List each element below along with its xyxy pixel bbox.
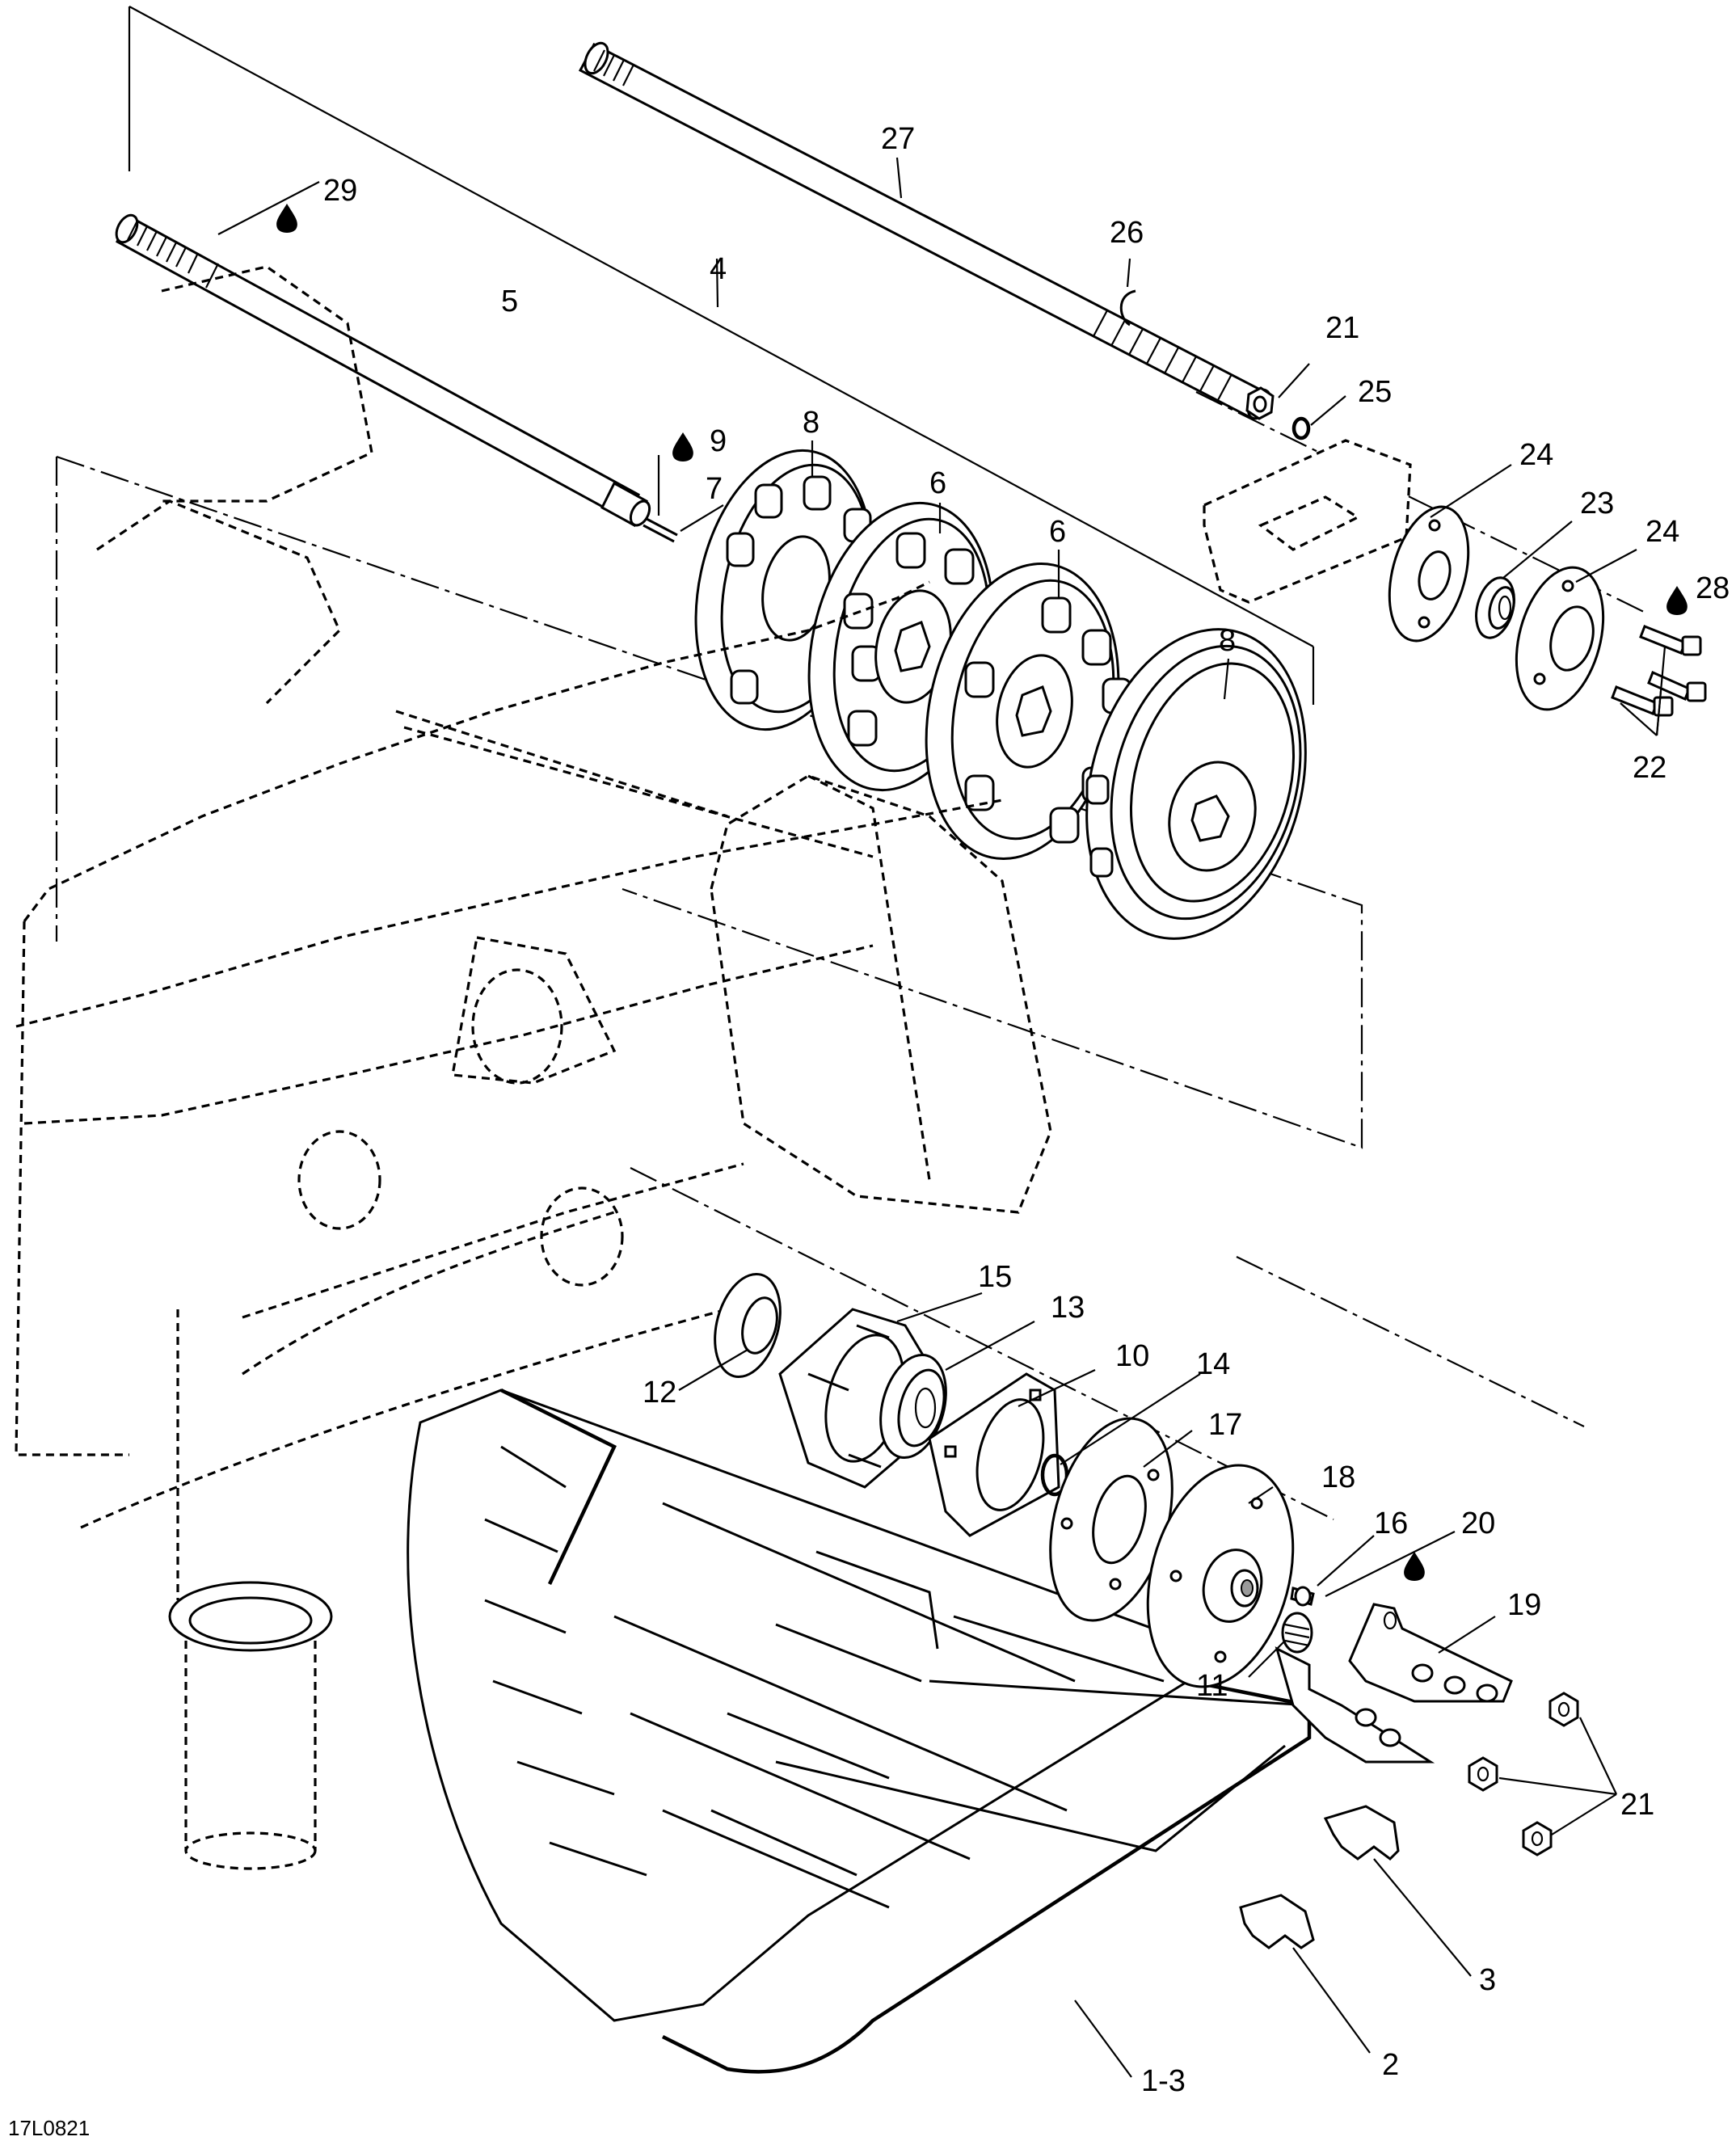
drive-shaft-long [578, 41, 1272, 420]
callout-4: 4 [710, 252, 727, 286]
callout-1-3: 1-3 [1141, 2064, 1186, 2098]
nuts-lower [1468, 1692, 1579, 1856]
callout-24-left: 24 [1519, 438, 1553, 472]
track-belt [407, 1388, 1312, 2074]
callout-29: 29 [323, 174, 357, 208]
callout-20: 20 [1461, 1507, 1495, 1540]
callout-7: 7 [706, 472, 723, 506]
oil-drop-icon [276, 204, 297, 233]
figure-code: 17L0821 [8, 2116, 90, 2140]
axis-center-lines [55, 391, 1650, 1520]
callout-labels: 27 29 26 4 5 21 25 9 8 7 6 24 23 24 6 28… [323, 122, 1730, 2098]
bearing-upper [1475, 576, 1515, 639]
callout-26: 26 [1110, 216, 1144, 250]
group-bracket-lines [128, 6, 1315, 705]
bearing-flange-b [1515, 566, 1605, 711]
callout-2: 2 [1382, 2048, 1399, 2082]
callout-9: 9 [710, 424, 727, 458]
oil-drop-icon [1404, 1552, 1425, 1581]
callout-5: 5 [501, 284, 518, 318]
callout-21-upper: 21 [1325, 311, 1359, 345]
callout-12: 12 [643, 1376, 676, 1410]
drive-shaft-short [115, 213, 678, 543]
leader-lines [217, 157, 1666, 2078]
oil-drop-icon [672, 432, 693, 461]
callout-13: 13 [1051, 1291, 1085, 1325]
callout-3: 3 [1479, 1963, 1496, 1997]
callout-28: 28 [1696, 571, 1730, 605]
bearing-flange-a [1388, 505, 1470, 643]
track-frame-dashed [15, 265, 1052, 1600]
callout-11: 11 [1196, 1669, 1228, 1703]
support-tube [168, 1581, 333, 1870]
hub-cap-18 [1146, 1464, 1295, 1688]
callout-27: 27 [881, 122, 915, 156]
callout-24-right: 24 [1645, 515, 1679, 549]
callout-18: 18 [1321, 1460, 1355, 1494]
spacer-12 [714, 1272, 782, 1379]
callout-15: 15 [978, 1260, 1012, 1294]
bearing-flange-10 [928, 1372, 1060, 1537]
grease-fitting-16 [1290, 1586, 1315, 1607]
nut-upper [1245, 386, 1275, 420]
lock-washer [1291, 416, 1311, 440]
callout-16: 16 [1374, 1507, 1408, 1540]
circlip-ring [1119, 289, 1136, 327]
callout-19: 19 [1507, 1588, 1541, 1622]
adjuster-nut-11 [1281, 1612, 1313, 1654]
bearing-13 [879, 1353, 947, 1460]
bearing-support-plate-dashed [1203, 439, 1412, 604]
screws-upper [1611, 625, 1707, 717]
callout-23: 23 [1580, 487, 1614, 520]
callout-6-left: 6 [929, 466, 946, 500]
oil-drop-icon [1666, 586, 1688, 615]
bracket-19 [1275, 1603, 1513, 1764]
callout-14: 14 [1196, 1347, 1230, 1381]
callout-6-right: 6 [1049, 515, 1066, 549]
callout-8-right: 8 [1219, 624, 1236, 658]
callout-10: 10 [1115, 1339, 1149, 1373]
callout-17: 17 [1208, 1408, 1242, 1442]
callout-8-left: 8 [803, 406, 820, 440]
track-clip-3 [1323, 1805, 1400, 1861]
idler-wheel-right [1085, 628, 1307, 940]
callout-25: 25 [1358, 375, 1392, 409]
track-clip-2 [1239, 1894, 1315, 1949]
callout-22: 22 [1633, 751, 1666, 785]
callout-21-lower: 21 [1620, 1788, 1654, 1822]
